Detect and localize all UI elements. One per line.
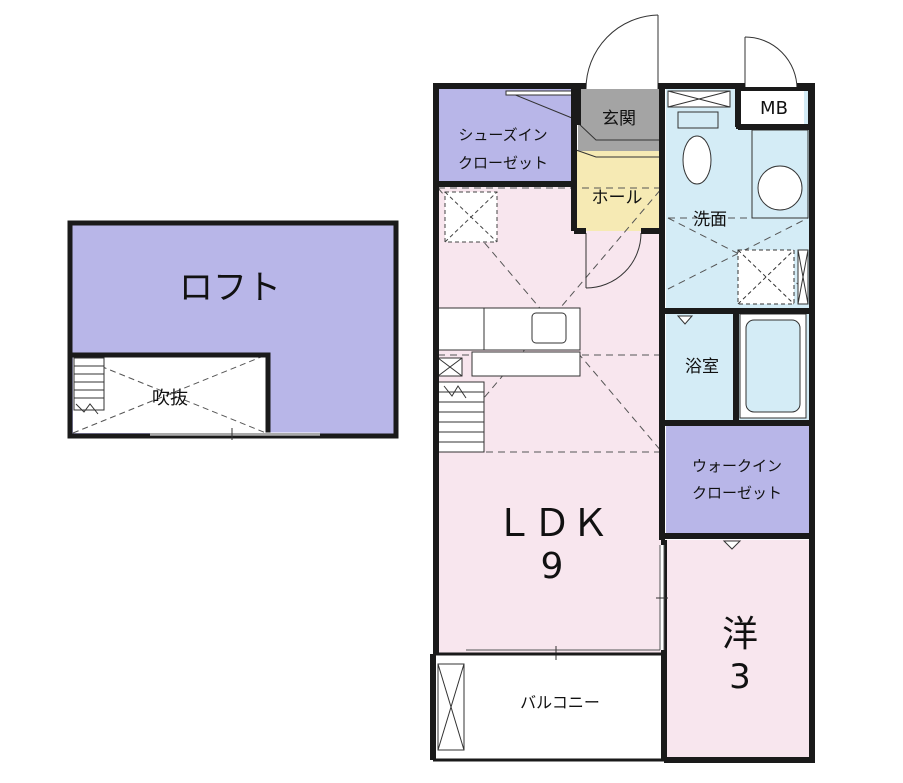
- yo-room: [664, 540, 810, 760]
- shoes-closet-label-2: クローゼット: [458, 154, 548, 172]
- ldk-size: 9: [541, 546, 564, 587]
- balcony-fixture: [437, 663, 465, 751]
- senmen-label: 洗面: [693, 210, 727, 230]
- service-door: [744, 36, 798, 90]
- balcony-label: バルコニー: [520, 693, 600, 712]
- ldk-label: ＬＤＫ: [495, 501, 609, 545]
- walkin-label-1: ウォークイン: [692, 457, 782, 475]
- washbasin: [677, 111, 809, 219]
- loft-label: ロフト: [179, 268, 281, 308]
- walkin-label-2: クローゼット: [692, 484, 782, 502]
- walkin-closet: [666, 423, 812, 533]
- yo-label: 洋: [722, 614, 758, 655]
- washing-machine-box: [737, 249, 809, 305]
- hall-door: [585, 232, 642, 289]
- loft-plan: ロフト 吹抜: [67, 220, 399, 440]
- bathtub: [739, 313, 807, 419]
- bath-label: 浴室: [685, 357, 719, 377]
- storage-box: [444, 191, 498, 243]
- main-floor-plan: シューズイン クローゼット 玄関 MB ホール 洗面 浴室 ウォークイン クロー…: [430, 14, 815, 763]
- mb-label: MB: [760, 98, 788, 119]
- genkan-label: 玄関: [602, 109, 636, 129]
- shoes-closet: [436, 89, 572, 182]
- entry-door: [585, 14, 659, 90]
- mb-box: [738, 89, 804, 127]
- balcony: [433, 654, 664, 760]
- hall: [574, 151, 660, 231]
- stairs: [437, 381, 485, 453]
- loft-ladder: [73, 357, 105, 415]
- fukinuke-label: 吹抜: [152, 388, 188, 409]
- kitchen-counter: [437, 307, 581, 377]
- hall-label: ホール: [592, 188, 643, 208]
- yo-size: 3: [729, 657, 751, 697]
- shoes-closet-label-1: シューズイン: [458, 126, 547, 144]
- genkan: [578, 89, 660, 151]
